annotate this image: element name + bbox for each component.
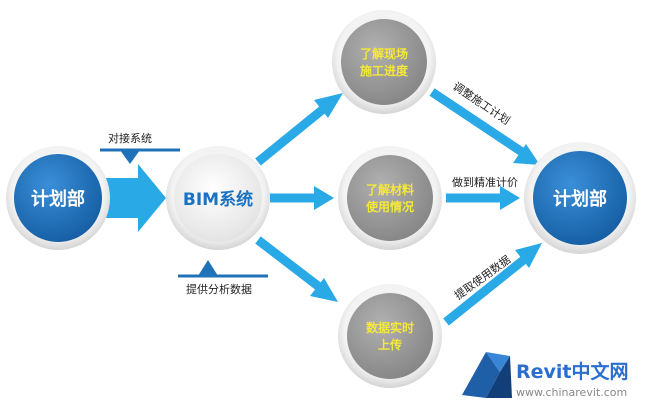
provide-analysis-label: 提供分析数据	[186, 282, 252, 296]
planning-right-label: 计划部	[553, 188, 607, 210]
realtime-upload-line1: 数据实时	[366, 320, 414, 335]
arrow-progress-to-planning	[429, 88, 540, 165]
arrow-bim-to-material	[270, 186, 334, 210]
bim-system-node: BIM系统	[166, 146, 270, 250]
watermark-brand: Revit中文网	[516, 360, 629, 383]
bim-system-label: BIM系统	[183, 189, 253, 210]
realtime-upload-node: 数据实时 上传	[338, 284, 442, 388]
material-use-line2: 使用情况	[365, 199, 414, 214]
watermark: Revit中文网 www.chinarevit.com	[462, 352, 629, 399]
planning-left-label: 计划部	[31, 188, 85, 210]
arrow-bim-to-progress	[255, 93, 343, 166]
arrow-bim-to-upload	[255, 236, 338, 302]
precise-pricing-label: 做到精准计价	[452, 175, 518, 189]
site-progress-line1: 了解现场	[360, 46, 408, 61]
site-progress-line2: 施工进度	[360, 63, 409, 78]
material-use-line1: 了解材料	[366, 182, 414, 197]
planning-node-right: 计划部	[524, 142, 636, 254]
input-arrow	[100, 164, 166, 232]
revit-logo-icon	[462, 352, 512, 398]
planning-node-left: 计划部	[6, 146, 110, 250]
arrow-material-to-planning	[446, 186, 520, 210]
watermark-url: www.chinarevit.com	[516, 386, 627, 399]
site-progress-node: 了解现场 施工进度	[332, 10, 436, 114]
provide-analysis-callout	[178, 260, 268, 278]
connect-system-label: 对接系统	[108, 131, 152, 145]
connect-system-callout	[100, 148, 180, 164]
realtime-upload-line2: 上传	[378, 337, 402, 352]
arrow-upload-to-planning	[443, 243, 542, 326]
material-use-node: 了解材料 使用情况	[338, 146, 442, 250]
